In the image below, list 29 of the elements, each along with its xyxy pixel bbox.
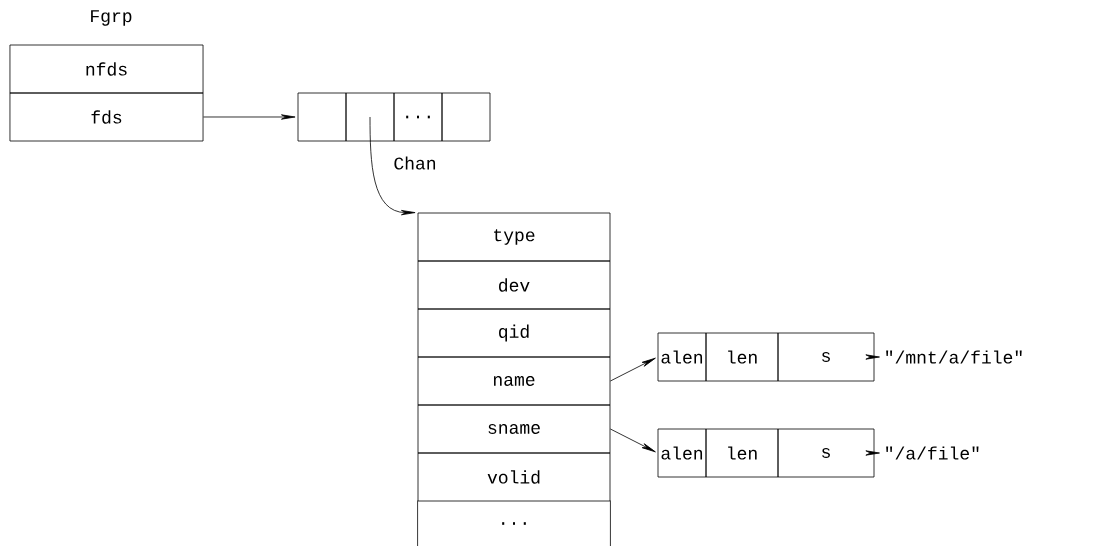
field-cell: fds bbox=[9, 92, 204, 142]
struct-heading: Chan bbox=[394, 156, 436, 170]
arrow bbox=[865, 354, 880, 360]
field-cell: len bbox=[705, 428, 779, 478]
field-cell: len bbox=[705, 332, 779, 382]
field-cell: volid bbox=[417, 452, 611, 502]
field-cell: sname bbox=[417, 404, 611, 454]
field-cell: type bbox=[417, 212, 611, 262]
array-cell bbox=[345, 92, 395, 142]
arrow bbox=[610, 357, 656, 382]
field-cell: ... bbox=[393, 92, 443, 142]
arrow bbox=[203, 114, 296, 120]
field-cell: s bbox=[777, 332, 875, 382]
field-cell: dev bbox=[417, 260, 611, 310]
field-cell: qid bbox=[417, 308, 611, 358]
string-value: "/mnt/a/file" bbox=[886, 350, 1022, 364]
array-cell bbox=[297, 92, 347, 142]
arrow bbox=[369, 116, 416, 216]
arrow bbox=[610, 428, 656, 453]
arrow bbox=[865, 450, 880, 456]
string-value: "/a/file" bbox=[886, 446, 979, 460]
array-cell bbox=[441, 92, 491, 142]
field-cell: alen bbox=[657, 332, 707, 382]
field-cell: s bbox=[777, 428, 875, 478]
field-cell: name bbox=[417, 356, 611, 406]
field-cell: ... bbox=[417, 500, 611, 546]
field-cell: nfds bbox=[9, 44, 204, 94]
struct-heading: Fgrp bbox=[91, 10, 132, 26]
field-cell: alen bbox=[657, 428, 707, 478]
